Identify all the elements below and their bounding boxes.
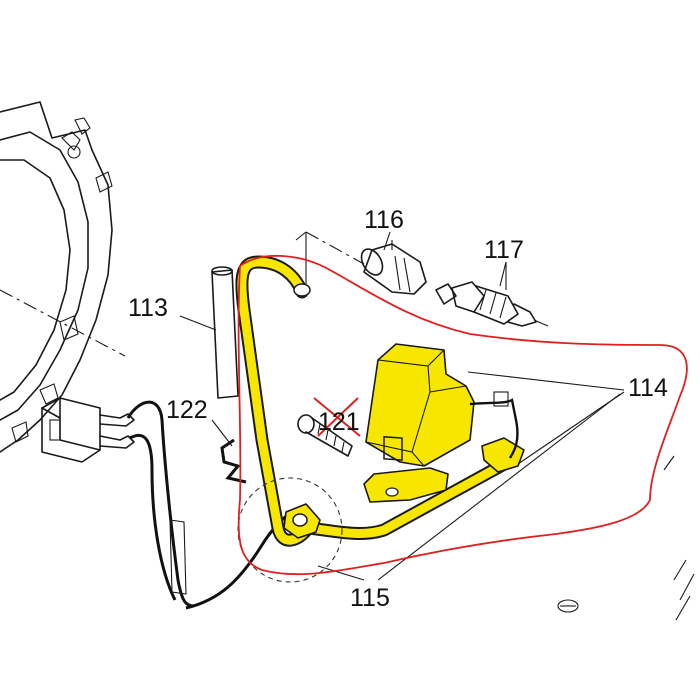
annotation-outline — [237, 254, 688, 576]
part-121-screw — [297, 414, 353, 457]
label-115: 115 — [350, 584, 390, 612]
engine-housing — [0, 101, 126, 453]
label-116: 116 — [364, 206, 404, 234]
leader-lines — [179, 231, 625, 581]
label-122: 122 — [166, 396, 208, 424]
part-122-clip — [220, 438, 247, 484]
label-114: 114 — [628, 374, 668, 402]
part-113-rod — [211, 266, 239, 399]
cross-out-mark — [313, 397, 361, 437]
label-113: 113 — [128, 294, 168, 322]
part-117-spark-plug — [435, 262, 549, 327]
label-117: 117 — [484, 236, 524, 264]
part-115-ignition-lead — [235, 255, 525, 547]
stop-switch — [41, 397, 135, 463]
part-116-boot — [360, 240, 427, 295]
label-121: 121 — [318, 408, 360, 436]
part-114-ignition-module — [363, 343, 519, 503]
right-edge-fragments — [557, 455, 695, 621]
